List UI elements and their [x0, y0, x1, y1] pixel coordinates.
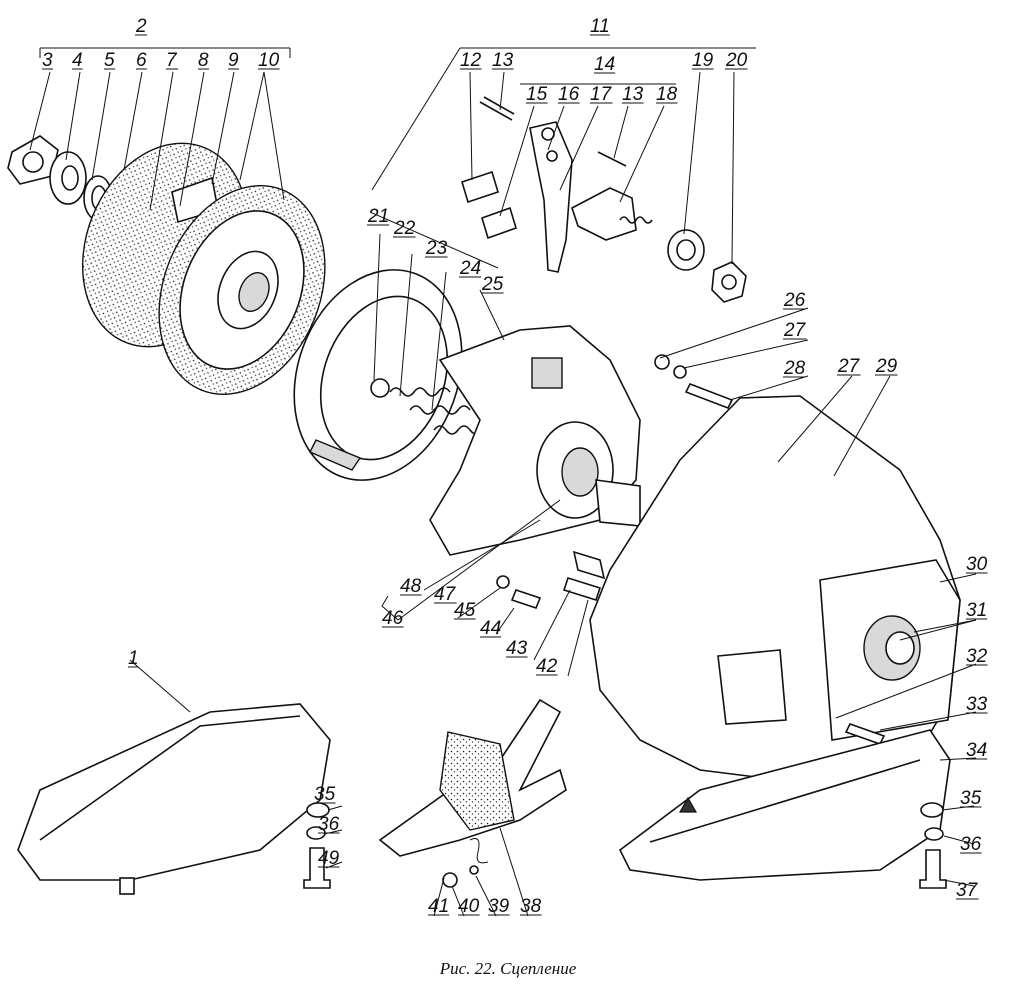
- callout-37: 37: [956, 880, 979, 901]
- release-linkage-parts: [461, 96, 747, 303]
- callout-47: 47: [434, 584, 457, 605]
- callout-16: 16: [558, 84, 580, 105]
- callout-22: 22: [393, 218, 416, 239]
- callout-38: 38: [520, 896, 542, 917]
- callout-7: 7: [166, 50, 178, 71]
- callout-13: 13: [622, 84, 644, 105]
- callout-46: 46: [382, 608, 404, 629]
- spring-parts: [389, 387, 483, 435]
- callout-13: 13: [492, 50, 514, 71]
- callout-34: 34: [966, 740, 987, 761]
- callout-39: 39: [488, 896, 510, 917]
- stud-nut-parts: [496, 550, 606, 609]
- callout-24: 24: [459, 258, 481, 279]
- callout-23: 23: [425, 238, 448, 259]
- callout-30: 30: [966, 554, 988, 575]
- callout-31: 31: [966, 600, 987, 621]
- callout-29: 29: [875, 356, 898, 377]
- clutch-cover-part: [429, 325, 641, 556]
- callout-14: 14: [594, 54, 615, 75]
- callout-5: 5: [104, 50, 115, 71]
- callout-8: 8: [198, 50, 209, 71]
- callout-2: 2: [135, 16, 147, 37]
- callout-19: 19: [692, 50, 714, 71]
- callout-42: 42: [536, 656, 558, 677]
- callout-41: 41: [428, 896, 449, 917]
- callout-35: 35: [314, 784, 336, 805]
- callout-1: 1: [128, 648, 139, 669]
- figure-caption: Рис. 22. Сцепление: [439, 959, 577, 978]
- callout-25: 25: [481, 274, 504, 295]
- pressure-plate-part: [293, 269, 463, 481]
- callout-4: 4: [72, 50, 83, 71]
- callout-32: 32: [966, 646, 988, 667]
- callout-20: 20: [725, 50, 748, 71]
- callout-26: 26: [783, 290, 806, 311]
- callout-9: 9: [228, 50, 239, 71]
- callout-15: 15: [526, 84, 548, 105]
- leader-lines: [29, 47, 977, 917]
- callout-27: 27: [837, 356, 861, 377]
- callout-11: 11: [590, 16, 610, 37]
- callout-40: 40: [458, 896, 480, 917]
- callout-36: 36: [318, 814, 340, 835]
- callout-43: 43: [506, 638, 528, 659]
- callout-45: 45: [454, 600, 476, 621]
- callout-33: 33: [966, 694, 988, 715]
- callout-44: 44: [480, 618, 501, 639]
- bell-housing-part: [589, 395, 961, 781]
- callout-17: 17: [590, 84, 613, 105]
- callout-49: 49: [318, 848, 340, 869]
- callout-48: 48: [400, 576, 422, 597]
- callout-12: 12: [460, 50, 482, 71]
- callout-27: 27: [783, 320, 807, 341]
- callout-3: 3: [42, 50, 53, 71]
- callout-10: 10: [258, 50, 280, 71]
- callout-36: 36: [960, 834, 982, 855]
- bolt-washer-parts: [303, 802, 947, 889]
- callout-35: 35: [960, 788, 982, 809]
- driven-disc-part: [158, 184, 326, 396]
- clutch-lower-cover-part: [17, 703, 331, 895]
- release-fork-part: [378, 698, 567, 888]
- callout-18: 18: [656, 84, 678, 105]
- washer-part: [49, 151, 87, 205]
- callout-6: 6: [136, 50, 147, 71]
- callout-21: 21: [367, 206, 389, 227]
- callout-28: 28: [783, 358, 806, 379]
